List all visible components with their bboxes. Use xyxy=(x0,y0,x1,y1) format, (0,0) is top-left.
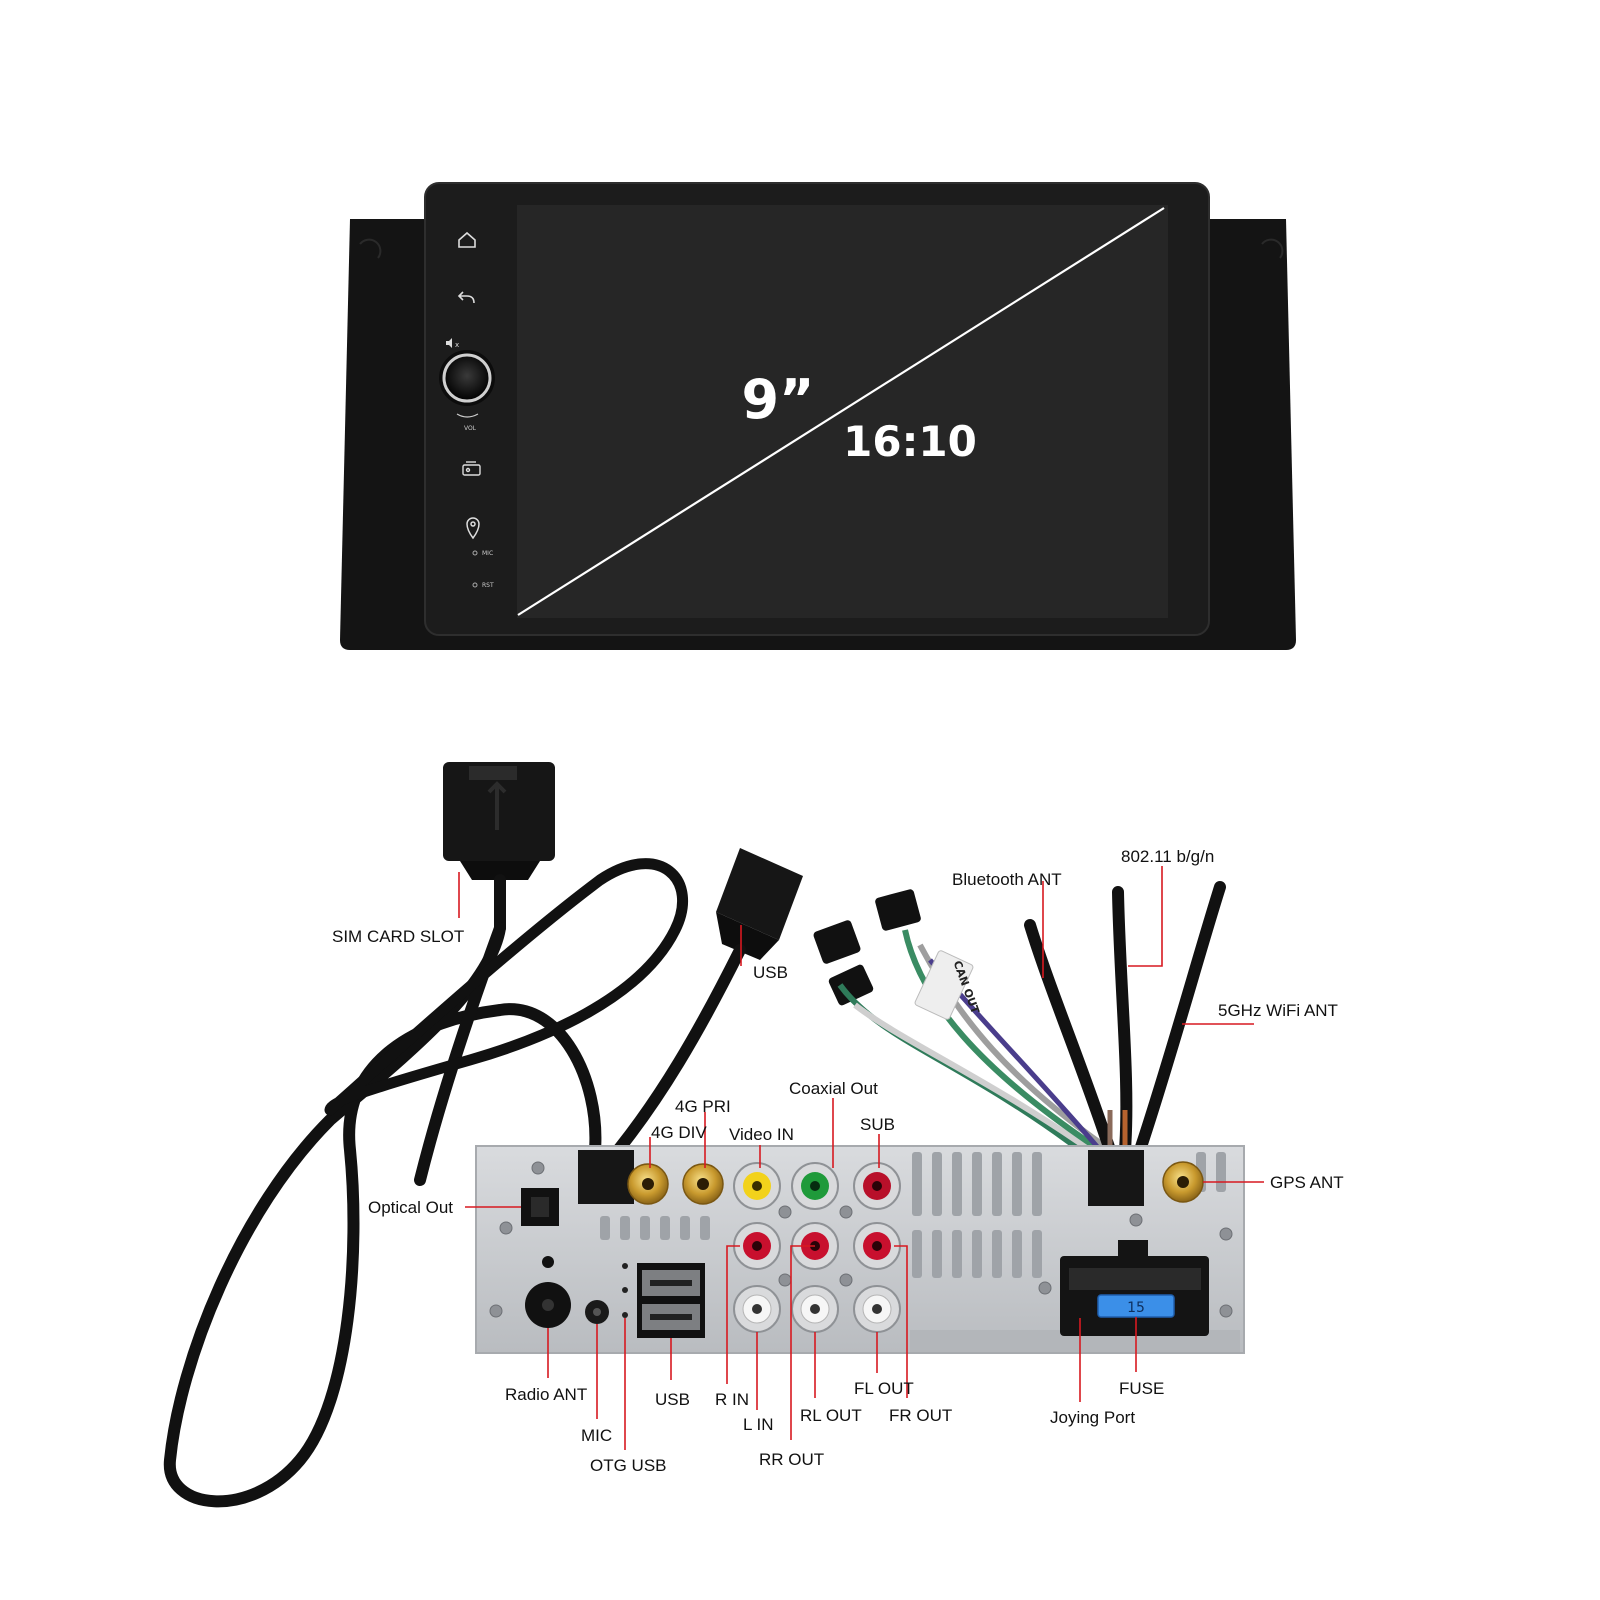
cable-entry-right xyxy=(1088,1150,1144,1206)
label-rr-out: RR OUT xyxy=(759,1450,824,1469)
vol-caption: VOL xyxy=(464,425,477,432)
4g-div-port[interactable] xyxy=(627,1163,669,1205)
fuse-value: 15 xyxy=(1127,1300,1145,1316)
mic-hole: MIC xyxy=(472,550,493,557)
cable-entry-left xyxy=(578,1150,634,1204)
label-4g-div: 4G DIV xyxy=(651,1123,707,1142)
otg-usb-port[interactable] xyxy=(622,1263,628,1318)
callout-labels: SIM CARD SLOT USB Bluetooth ANT 802.11 b… xyxy=(332,847,1344,1475)
rear-panel: 15 xyxy=(475,1145,1245,1354)
label-wifi-80211: 802.11 b/g/n xyxy=(1121,847,1214,866)
sim-card-box[interactable] xyxy=(443,762,555,880)
usb-cable-plug[interactable] xyxy=(716,848,803,960)
fr-out-jack[interactable] xyxy=(853,1222,901,1270)
label-sub: SUB xyxy=(860,1115,895,1134)
label-video-in: Video IN xyxy=(729,1125,794,1144)
r-in-jack[interactable] xyxy=(733,1222,781,1270)
label-radio-ant: Radio ANT xyxy=(505,1385,587,1404)
screen-size-label: 9” xyxy=(741,368,814,431)
label-usb-cable: USB xyxy=(753,963,788,982)
radio-ant-port[interactable] xyxy=(525,1256,571,1328)
optical-out-port[interactable] xyxy=(521,1188,559,1226)
4g-pri-port[interactable] xyxy=(682,1163,724,1205)
radio-icon[interactable] xyxy=(462,461,481,476)
volume-knob-icon[interactable]: VOL xyxy=(439,350,495,432)
video-in-jack[interactable] xyxy=(733,1162,781,1210)
l-in-jack[interactable] xyxy=(733,1285,781,1333)
rl-out-jack[interactable] xyxy=(791,1285,839,1333)
label-wifi-5ghz: 5GHz WiFi ANT xyxy=(1218,1001,1338,1020)
mic-caption: MIC xyxy=(482,550,493,557)
aspect-ratio-label: 16:10 xyxy=(843,417,977,466)
screen-diagonal xyxy=(517,207,1165,616)
mute-icon[interactable]: x xyxy=(446,338,459,349)
fl-out-jack[interactable] xyxy=(853,1285,901,1333)
label-joying-port: Joying Port xyxy=(1050,1408,1135,1427)
gps-ant-port[interactable] xyxy=(1162,1161,1204,1203)
heatsink-fins xyxy=(600,1152,1226,1278)
rst-caption: RST xyxy=(482,582,494,589)
gps-pin-icon[interactable] xyxy=(466,517,480,540)
label-fl-out: FL OUT xyxy=(854,1379,914,1398)
label-coaxial-out: Coaxial Out xyxy=(789,1079,878,1098)
back-icon[interactable] xyxy=(457,291,475,304)
label-sim-card-slot: SIM CARD SLOT xyxy=(332,927,464,946)
wing-screw-left xyxy=(359,238,382,259)
fuse-part[interactable]: 15 xyxy=(1097,1294,1175,1318)
label-usb-port: USB xyxy=(655,1390,690,1409)
label-otg-usb: OTG USB xyxy=(590,1456,667,1475)
label-gps-ant: GPS ANT xyxy=(1270,1173,1344,1192)
rst-hole[interactable]: RST xyxy=(472,582,494,589)
mic-port[interactable] xyxy=(585,1300,609,1324)
panel-screws xyxy=(489,1161,1233,1318)
label-rl-out: RL OUT xyxy=(800,1406,862,1425)
label-l-in: L IN xyxy=(743,1415,774,1434)
label-bluetooth-ant: Bluetooth ANT xyxy=(952,870,1062,889)
svg-text:x: x xyxy=(455,341,459,349)
antenna-wires xyxy=(1024,881,1226,1156)
head-unit: 9” 16:10 x VOL MIC xyxy=(340,182,1296,650)
label-optical-out: Optical Out xyxy=(368,1198,453,1217)
wing-screw-right xyxy=(1261,238,1284,259)
label-fr-out: FR OUT xyxy=(889,1406,952,1425)
label-fuse: FUSE xyxy=(1119,1379,1164,1398)
coaxial-out-jack[interactable] xyxy=(791,1162,839,1210)
sub-jack[interactable] xyxy=(853,1162,901,1210)
usb-double-port[interactable] xyxy=(637,1263,705,1338)
label-mic: MIC xyxy=(581,1426,612,1445)
label-r-in: R IN xyxy=(715,1390,749,1409)
leader-lines xyxy=(458,866,1264,1450)
home-icon[interactable] xyxy=(458,231,476,248)
label-4g-pri: 4G PRI xyxy=(675,1097,731,1116)
